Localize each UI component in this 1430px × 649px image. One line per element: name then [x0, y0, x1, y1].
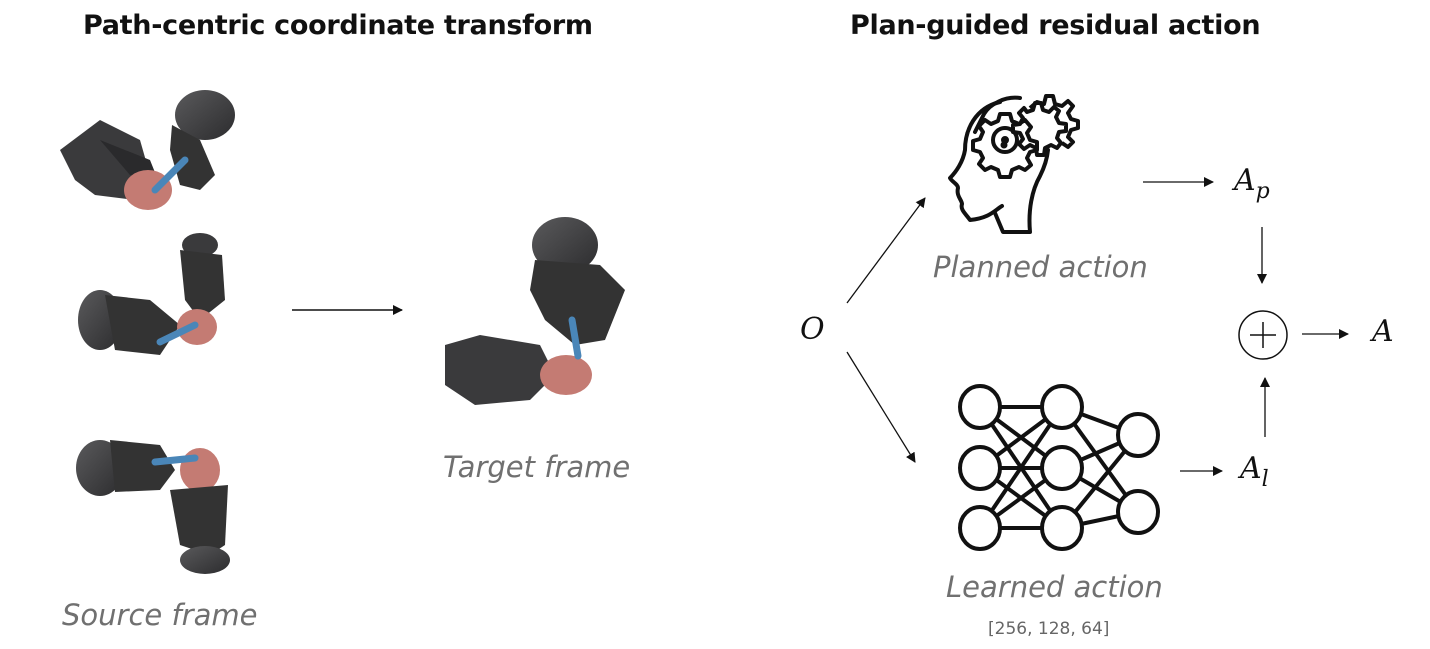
obs-to-planner-arrow [846, 197, 926, 304]
source-gripper-pair-3 [76, 440, 230, 574]
network-dims-label: [256, 128, 64] [988, 619, 1110, 639]
source-gripper-pair-1 [60, 90, 235, 210]
head-gears-icon [948, 95, 1068, 234]
output-action-symbol: A [1372, 314, 1394, 349]
learned-action-caption: Learned action [946, 570, 1163, 604]
obs-to-network-arrow [846, 351, 916, 463]
target-gripper-pair [445, 217, 625, 405]
gear-icon [971, 94, 1080, 179]
target-frame-caption: Target frame [443, 450, 631, 484]
source-gripper-pair-2 [78, 233, 225, 355]
sum-node [1238, 310, 1288, 360]
planned-action-base: A [1234, 163, 1256, 198]
learned-action-sub: l [1261, 467, 1269, 492]
neural-network-icon [958, 384, 1160, 551]
learned-action-base: A [1240, 451, 1262, 486]
left-panel-title: Path-centric coordinate transform [83, 10, 593, 41]
planned-action-caption: Planned action [933, 250, 1148, 284]
planned-action-sub: p [1255, 179, 1270, 204]
planned-action-symbol: Ap [1234, 163, 1270, 204]
learned-action-symbol: Al [1240, 451, 1269, 492]
right-panel-title: Plan-guided residual action [850, 10, 1261, 41]
observation-symbol: O [800, 312, 825, 347]
source-frame-caption: Source frame [62, 598, 258, 632]
